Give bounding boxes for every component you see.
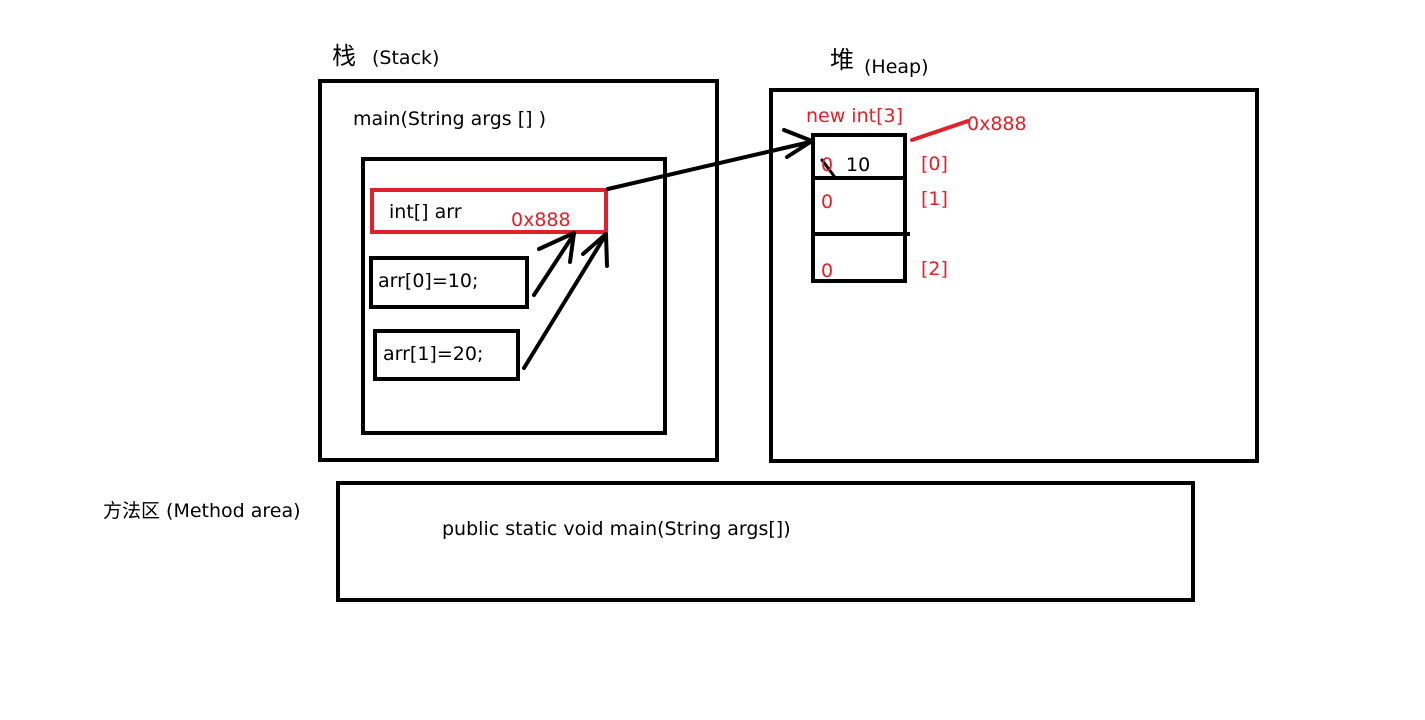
- cell0-strike-mark: [820, 158, 836, 178]
- stack-title-cn: 栈: [332, 42, 356, 70]
- stmt1-label: arr[0]=10;: [378, 270, 479, 292]
- heap-address: 0x888: [967, 113, 1027, 135]
- cell0-index: [0]: [921, 153, 948, 175]
- method-area-box: [336, 481, 1195, 602]
- stack-box: [318, 79, 719, 462]
- cell0-new-value: 10: [846, 154, 871, 176]
- cell1-old-value: 0: [821, 191, 834, 213]
- address-pointer-line: [910, 119, 970, 142]
- cell0-old-value: 0: [821, 154, 834, 176]
- cell2-old-value: 0: [821, 260, 834, 282]
- arr-variable-box: [370, 188, 608, 234]
- stmt2-box: [373, 329, 520, 381]
- main-frame-label: main(String args [] ): [353, 108, 547, 130]
- stmt2-label: arr[1]=20;: [383, 343, 484, 365]
- stmt1-arrow-head: [537, 231, 576, 264]
- stmt1-box: [369, 256, 529, 309]
- heap-alloc-label: new int[3]: [806, 105, 903, 127]
- reference-arrow: [606, 140, 812, 191]
- stmt2-arrow-head: [581, 232, 609, 268]
- arr-declaration: int[] arr: [389, 201, 462, 223]
- reference-arrow-head: [782, 128, 814, 159]
- heap-title-en: (Heap): [864, 56, 929, 78]
- cell1-index: [1]: [921, 188, 948, 210]
- main-frame-box: [361, 157, 667, 435]
- method-area-content: public static void main(String args[]): [442, 518, 791, 540]
- heap-title-cn: 堆: [830, 46, 854, 74]
- stack-title-en: (Stack): [372, 47, 440, 69]
- stmt2-arrow: [522, 234, 607, 370]
- heap-box: [769, 88, 1259, 463]
- method-area-title: 方法区 (Method area): [103, 500, 301, 522]
- cell2-index: [2]: [921, 258, 948, 280]
- heap-array-box: [811, 133, 907, 283]
- stmt1-arrow: [532, 232, 576, 297]
- arr-value: 0x888: [511, 209, 571, 231]
